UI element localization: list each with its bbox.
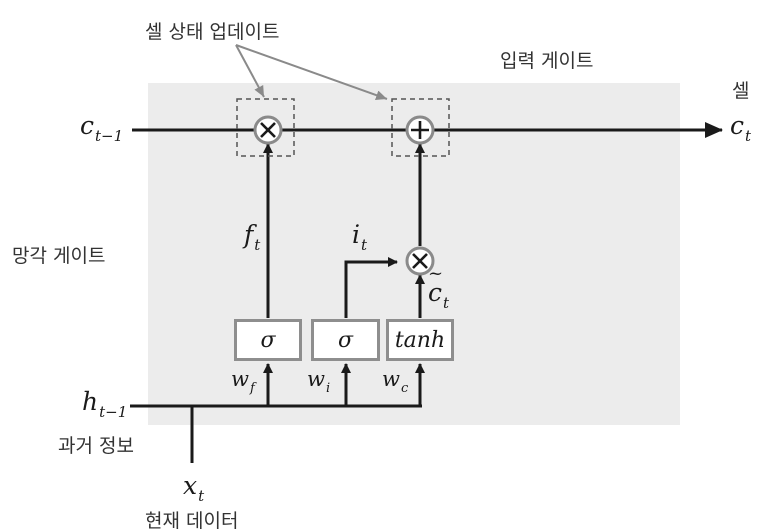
annotation-arrow-right [235,44,388,101]
w-i-label: wi [307,367,331,396]
c-t-label: ct [730,111,752,145]
w-f-label: wf [231,367,255,396]
h-prev-label: ht−1 [82,387,128,421]
f-t-label: ft [244,220,261,254]
input-multiply-icon [405,246,435,276]
forget-multiply-highlight [236,98,295,157]
add-highlight [391,98,450,157]
w-c-label: wc [382,367,409,396]
input-gate-label: 입력 게이트 [500,50,594,72]
c-prev-label: ct−1 [80,111,124,145]
tanh-gate: tanh [386,319,454,361]
annotation-arrow-left [235,44,265,98]
x-t-label: xt [183,471,205,505]
past-info-label: 과거 정보 [58,435,134,457]
input-sigmoid-gate: σ [311,319,380,361]
current-data-label: 현재 데이터 [145,510,239,532]
cell-label: 셀 [732,80,750,102]
forget-gate-label: 망각 게이트 [12,245,106,267]
i-t-label: it [352,220,368,254]
cell-state-update-label: 셀 상태 업데이트 [145,21,280,43]
forget-sigmoid-gate: σ [234,319,302,361]
input-gate-output [344,257,398,318]
add-icon [405,115,435,145]
forget-multiply-icon [253,115,283,145]
c-tilde-label: ct [428,265,449,311]
